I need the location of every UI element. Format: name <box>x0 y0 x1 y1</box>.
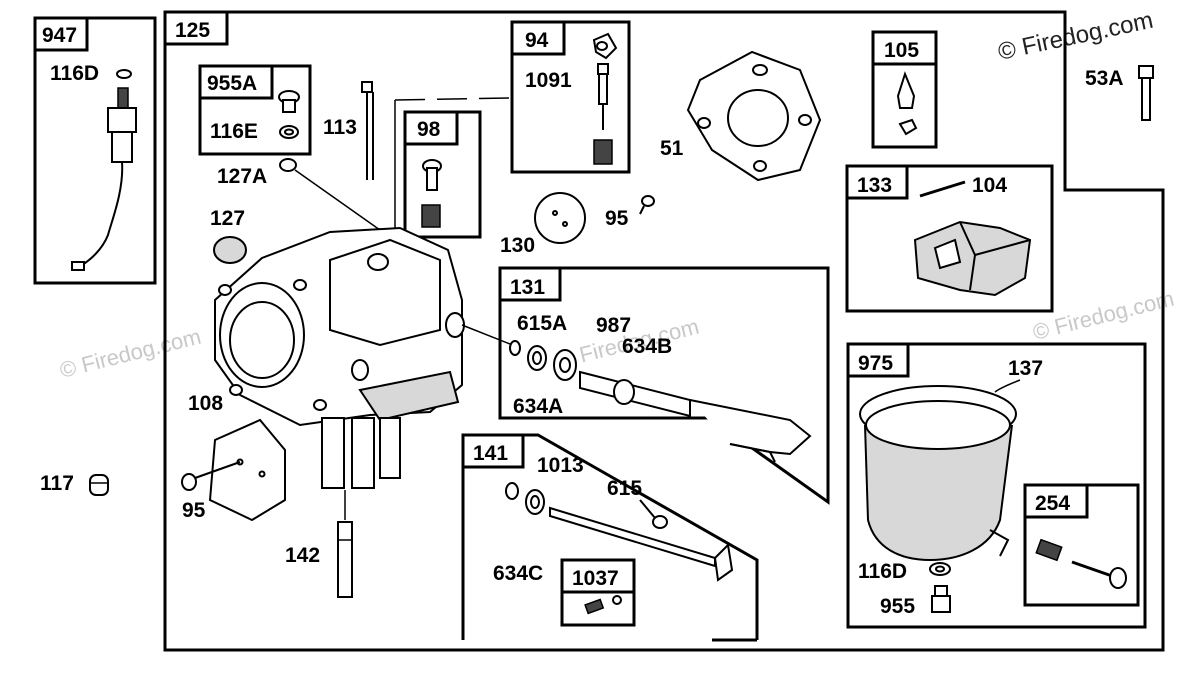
label-1013: 1013 <box>537 454 584 477</box>
label-105: 105 <box>884 39 919 62</box>
screw-95-bottom <box>181 461 241 491</box>
label-104: 104 <box>972 174 1007 197</box>
label-142: 142 <box>285 544 320 567</box>
frame-125: 125 <box>163 10 1165 652</box>
box-141: 141 1013 615 634C 1037 <box>461 433 759 642</box>
label-955: 955 <box>880 595 915 618</box>
spring-254 <box>1035 538 1063 562</box>
label-975: 975 <box>858 352 893 375</box>
label-116E: 116E <box>210 120 258 143</box>
label-125: 125 <box>175 19 210 42</box>
label-53A: 53A <box>1085 67 1124 90</box>
gasket-127A <box>279 158 297 172</box>
label-254: 254 <box>1035 492 1070 515</box>
float-133 <box>913 220 1032 297</box>
watermark-main: © Firedog.com <box>996 7 1156 66</box>
spring-98 <box>421 204 441 228</box>
choke-plate-108 <box>208 418 286 522</box>
watermark-faint-left: © Firedog.com <box>57 324 203 383</box>
box-947: 947 116D <box>33 16 157 285</box>
screw-615 <box>639 499 668 529</box>
idle-needle-113 <box>361 81 374 180</box>
gasket-51 <box>686 50 822 182</box>
throttle-plate-130 <box>534 192 586 244</box>
label-987: 987 <box>596 314 631 337</box>
box-105: 105 <box>871 30 938 149</box>
box-975: 975 137 116D 955 254 <box>846 342 1147 629</box>
seal-127 <box>213 236 247 264</box>
spring-1037 <box>584 598 605 615</box>
label-94: 94 <box>525 29 549 52</box>
label-615A: 615A <box>517 312 567 335</box>
label-1091: 1091 <box>525 69 572 92</box>
washer-615A <box>509 340 521 356</box>
label-117: 117 <box>40 472 74 495</box>
box-133: 133 104 <box>845 164 1054 313</box>
bowl-nut-955 <box>931 585 951 613</box>
label-634B: 634B <box>622 335 672 358</box>
label-108: 108 <box>188 392 223 415</box>
label-95-top: 95 <box>605 207 629 230</box>
box-131: 131 615A 987 634B 634A <box>461 266 830 505</box>
label-615: 615 <box>607 477 642 500</box>
washer-116D-top <box>116 69 132 79</box>
label-634A: 634A <box>513 395 563 418</box>
label-113: 113 <box>323 116 357 139</box>
label-133: 133 <box>857 174 892 197</box>
label-127A: 127A <box>217 165 267 188</box>
screw-98 <box>422 159 442 191</box>
emulsion-tube-142 <box>337 490 353 598</box>
label-116D-top: 116D <box>50 62 99 85</box>
box-94: 94 1091 <box>510 20 631 174</box>
label-634C: 634C <box>493 562 543 585</box>
box-955A: 955A 116E <box>198 64 312 156</box>
label-127: 127 <box>210 207 245 230</box>
label-131: 131 <box>510 276 545 299</box>
float-bowl-975 <box>864 400 1013 562</box>
label-1037: 1037 <box>572 567 619 590</box>
spring-94 <box>593 139 613 165</box>
screw-95-top <box>639 195 655 215</box>
label-51: 51 <box>660 137 684 160</box>
label-141: 141 <box>473 442 508 465</box>
fuel-solenoid <box>71 87 137 271</box>
screw-955A <box>278 90 300 113</box>
label-955A: 955A <box>207 72 257 95</box>
throttle-shaft-131 <box>579 370 812 463</box>
hinge-pin-104 <box>919 180 966 198</box>
box-98: 98 <box>403 110 482 239</box>
label-137: 137 <box>1008 357 1043 380</box>
bolt-53A <box>1138 65 1154 121</box>
mixture-screw-254 <box>1071 560 1127 589</box>
float-needle-94 <box>597 63 609 130</box>
label-130: 130 <box>500 234 535 257</box>
label-98: 98 <box>417 118 441 141</box>
carburetor-body <box>214 226 465 489</box>
needle-valve-105 <box>896 71 918 136</box>
label-947: 947 <box>42 24 77 47</box>
label-95-bottom: 95 <box>182 499 206 522</box>
label-116D-bottom: 116D <box>858 560 907 583</box>
choke-shaft-141 <box>549 506 734 582</box>
washer-1013 <box>505 482 519 500</box>
plug-117 <box>89 474 109 496</box>
float-needle-clip-1091 <box>592 32 618 60</box>
